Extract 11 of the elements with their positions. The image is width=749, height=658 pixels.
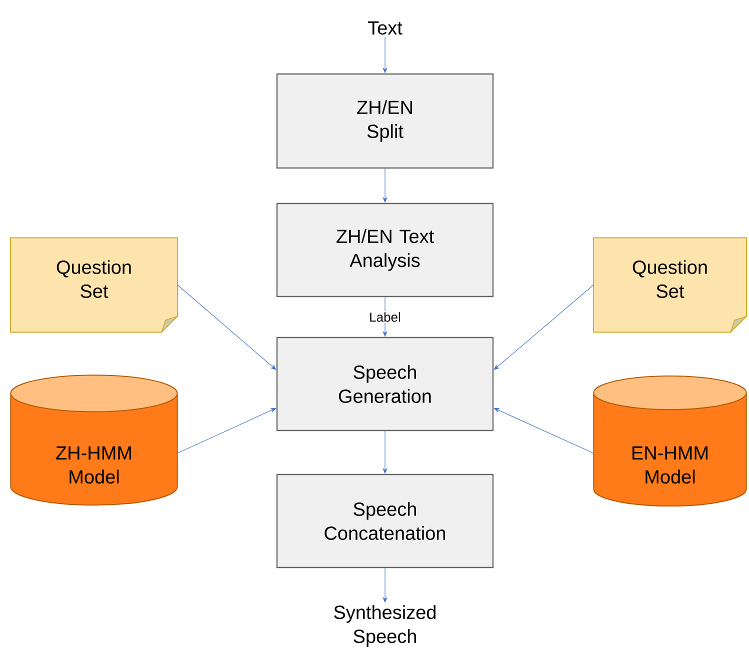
arrow bbox=[177, 284, 276, 370]
database-cylinder: EN-HMM Model bbox=[593, 376, 747, 506]
arrow bbox=[494, 284, 594, 370]
edge-label: Label bbox=[368, 311, 402, 323]
process-box: Speech Concatenation bbox=[276, 474, 494, 568]
flow-text: Synthesized Speech bbox=[334, 605, 436, 647]
process-box: ZH/EN Text Analysis bbox=[276, 202, 494, 298]
database-cylinder: ZH-HMM Model bbox=[10, 374, 178, 506]
process-box: Speech Generation bbox=[276, 336, 494, 432]
process-box: ZH/EN Split bbox=[276, 73, 494, 169]
flow-text: Text bbox=[368, 21, 402, 35]
